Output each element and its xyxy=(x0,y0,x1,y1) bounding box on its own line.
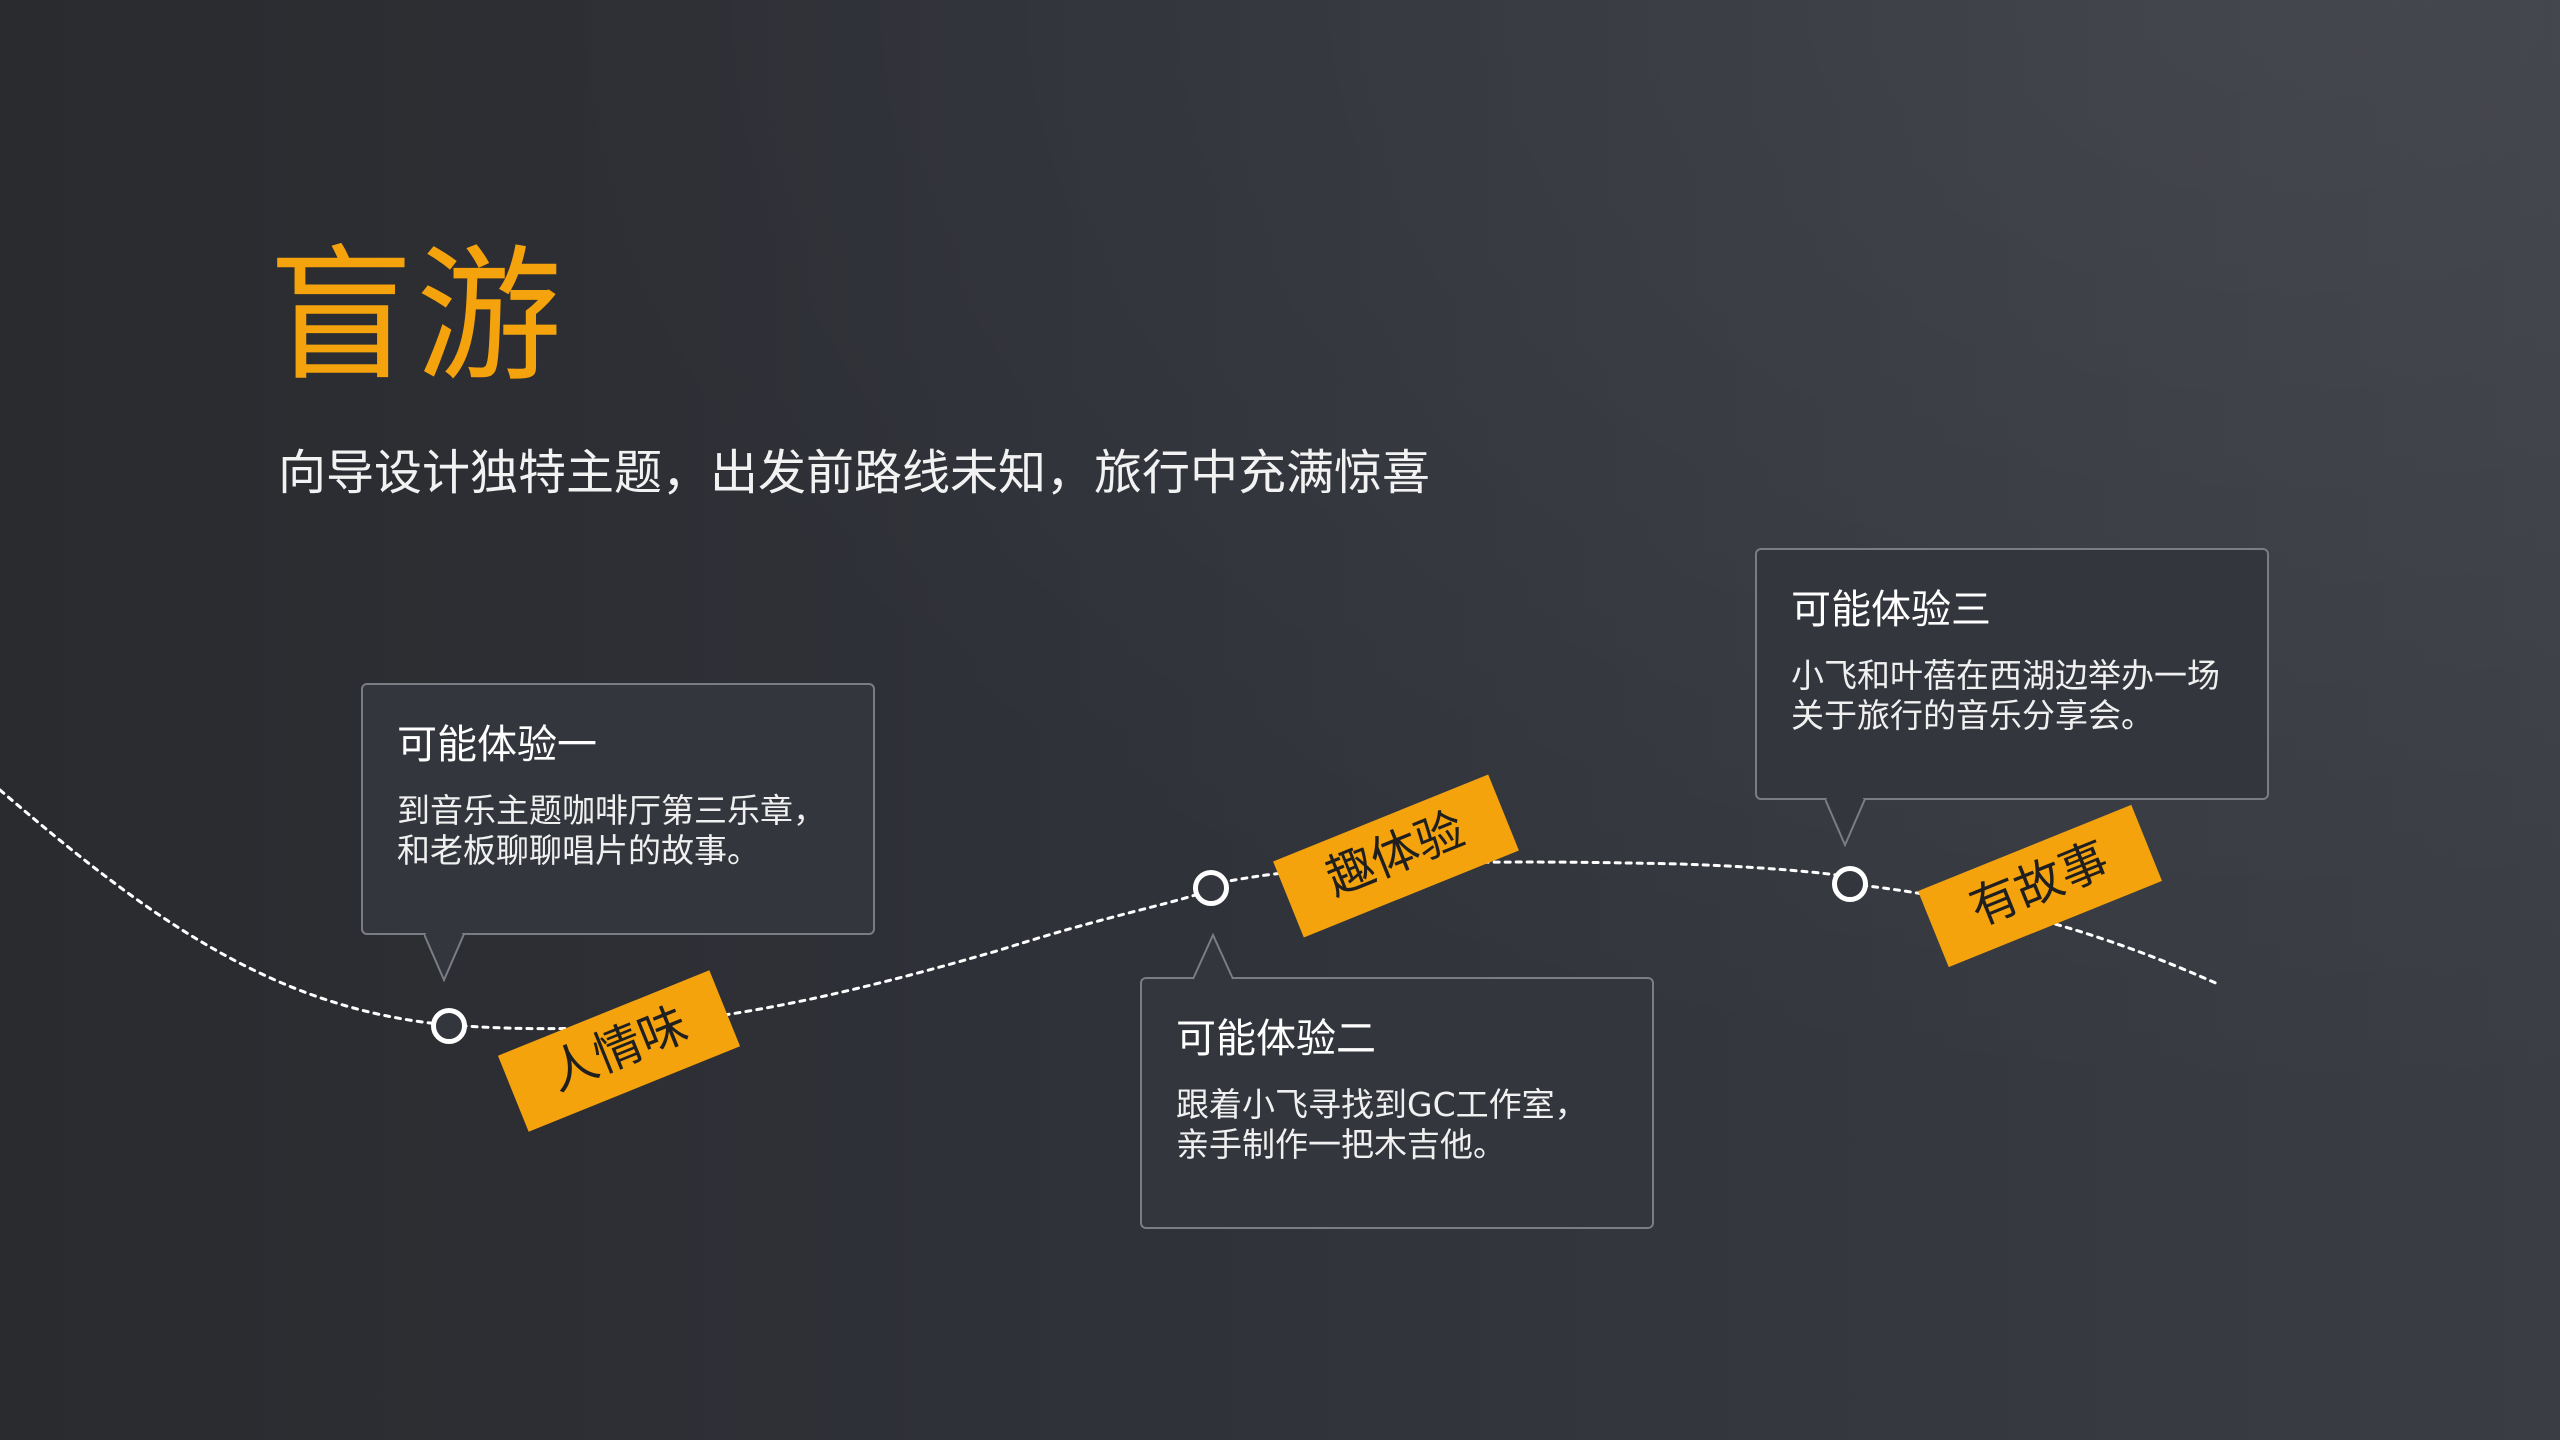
route-node-2 xyxy=(1193,870,1229,906)
callout-experience-3: 可能体验三 小飞和叶蓓在西湖边举办一场关于旅行的音乐分享会。 xyxy=(1755,548,2269,800)
callout-2-title: 可能体验二 xyxy=(1176,1016,1376,1062)
route-node-1 xyxy=(431,1008,467,1044)
page-title: 盲游 xyxy=(268,232,564,402)
callout-3-pointer xyxy=(1825,795,1866,847)
route-path xyxy=(0,788,2222,1031)
callout-experience-2: 可能体验二 跟着小飞寻找到GC工作室，亲手制作一把木吉他。 xyxy=(1140,977,1654,1229)
callout-experience-1: 可能体验一 到音乐主题咖啡厅第三乐章，和老板聊聊唱片的故事。 xyxy=(361,683,875,935)
callout-2-body: 跟着小飞寻找到GC工作室，亲手制作一把木吉他。 xyxy=(1176,1085,1588,1164)
callout-3-title: 可能体验三 xyxy=(1791,587,1991,633)
callout-1-title: 可能体验一 xyxy=(397,722,597,768)
callout-1-pointer xyxy=(424,930,465,982)
callout-1-body: 到音乐主题咖啡厅第三乐章，和老板聊聊唱片的故事。 xyxy=(397,791,826,870)
page-subtitle: 向导设计独特主题，出发前路线未知，旅行中充满惊喜 xyxy=(278,445,1431,501)
route-node-3 xyxy=(1832,866,1868,902)
callout-2-pointer xyxy=(1193,933,1234,983)
callout-3-body: 小飞和叶蓓在西湖边举办一场关于旅行的音乐分享会。 xyxy=(1791,656,2220,735)
